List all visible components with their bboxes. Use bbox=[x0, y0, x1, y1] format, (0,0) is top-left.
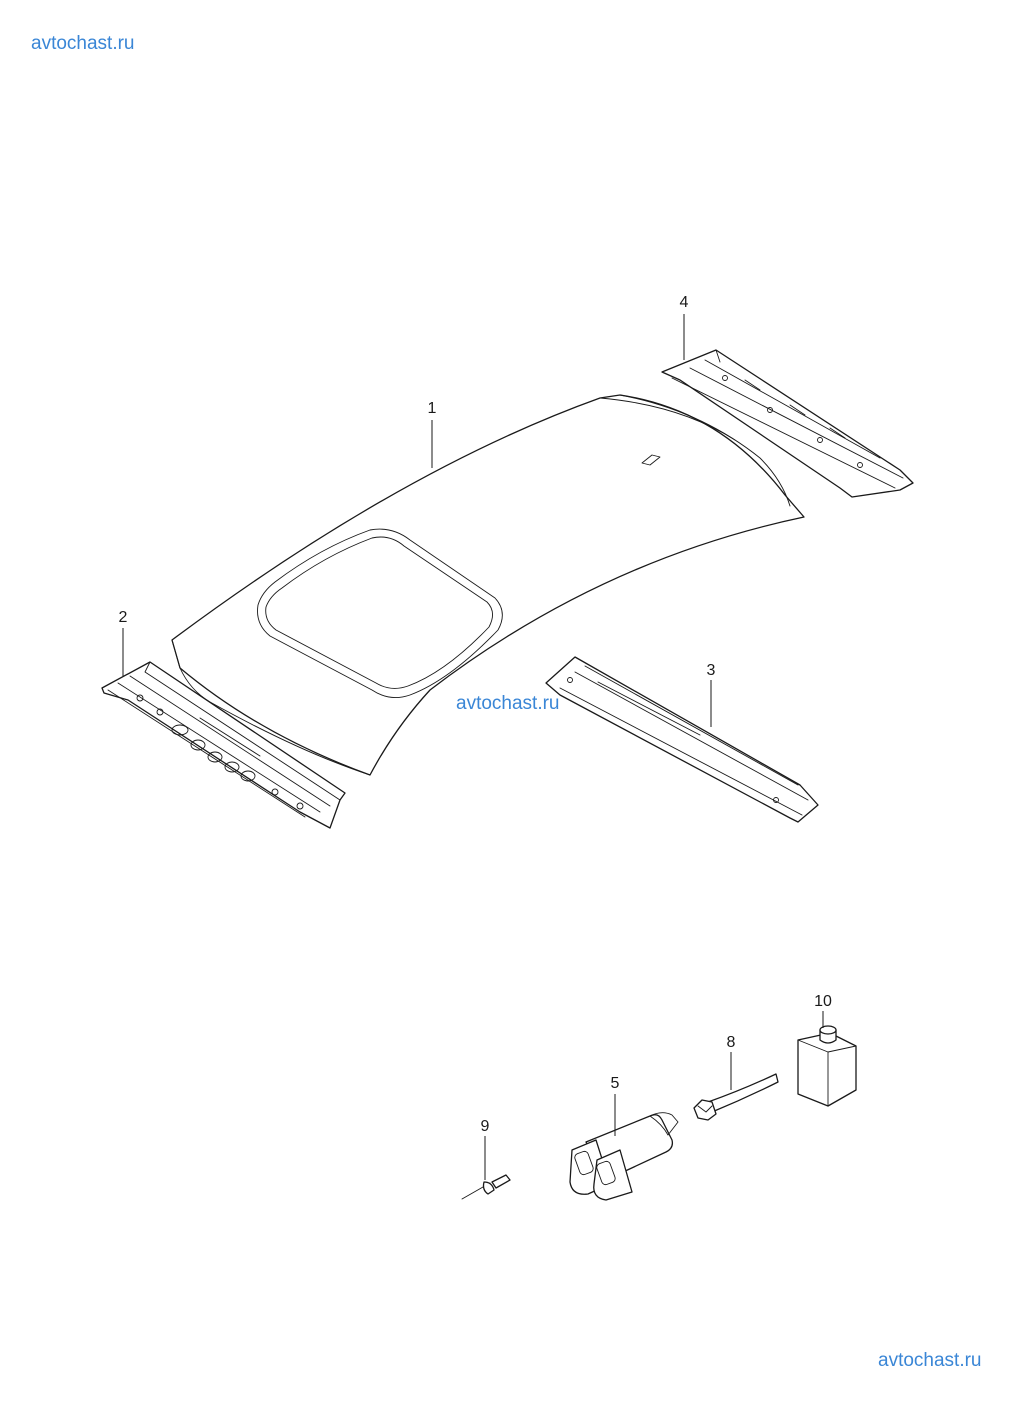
callout-5: 5 bbox=[611, 1075, 620, 1092]
liquid-bottle bbox=[797, 1025, 857, 1107]
roof-side-rail bbox=[545, 656, 819, 823]
callout-8: 8 bbox=[727, 1034, 736, 1051]
watermark-top: avtochast.ru bbox=[31, 33, 135, 54]
hose-with-nut bbox=[693, 1073, 779, 1121]
watermark-middle: avtochast.ru bbox=[456, 693, 560, 714]
rear-roof-frame bbox=[661, 349, 914, 498]
callout-3: 3 bbox=[707, 662, 716, 679]
front-roof-frame bbox=[101, 661, 346, 829]
callout-2: 2 bbox=[119, 609, 128, 626]
callout-10: 10 bbox=[814, 993, 832, 1010]
blind-rivet bbox=[461, 1174, 511, 1200]
adhesive-cartridge bbox=[569, 1112, 679, 1201]
callout-1: 1 bbox=[428, 400, 437, 417]
callout-4: 4 bbox=[680, 294, 689, 311]
callout-9: 9 bbox=[481, 1118, 490, 1135]
roof-panel bbox=[171, 394, 805, 776]
watermark-bottom: avtochast.ru bbox=[878, 1350, 982, 1371]
